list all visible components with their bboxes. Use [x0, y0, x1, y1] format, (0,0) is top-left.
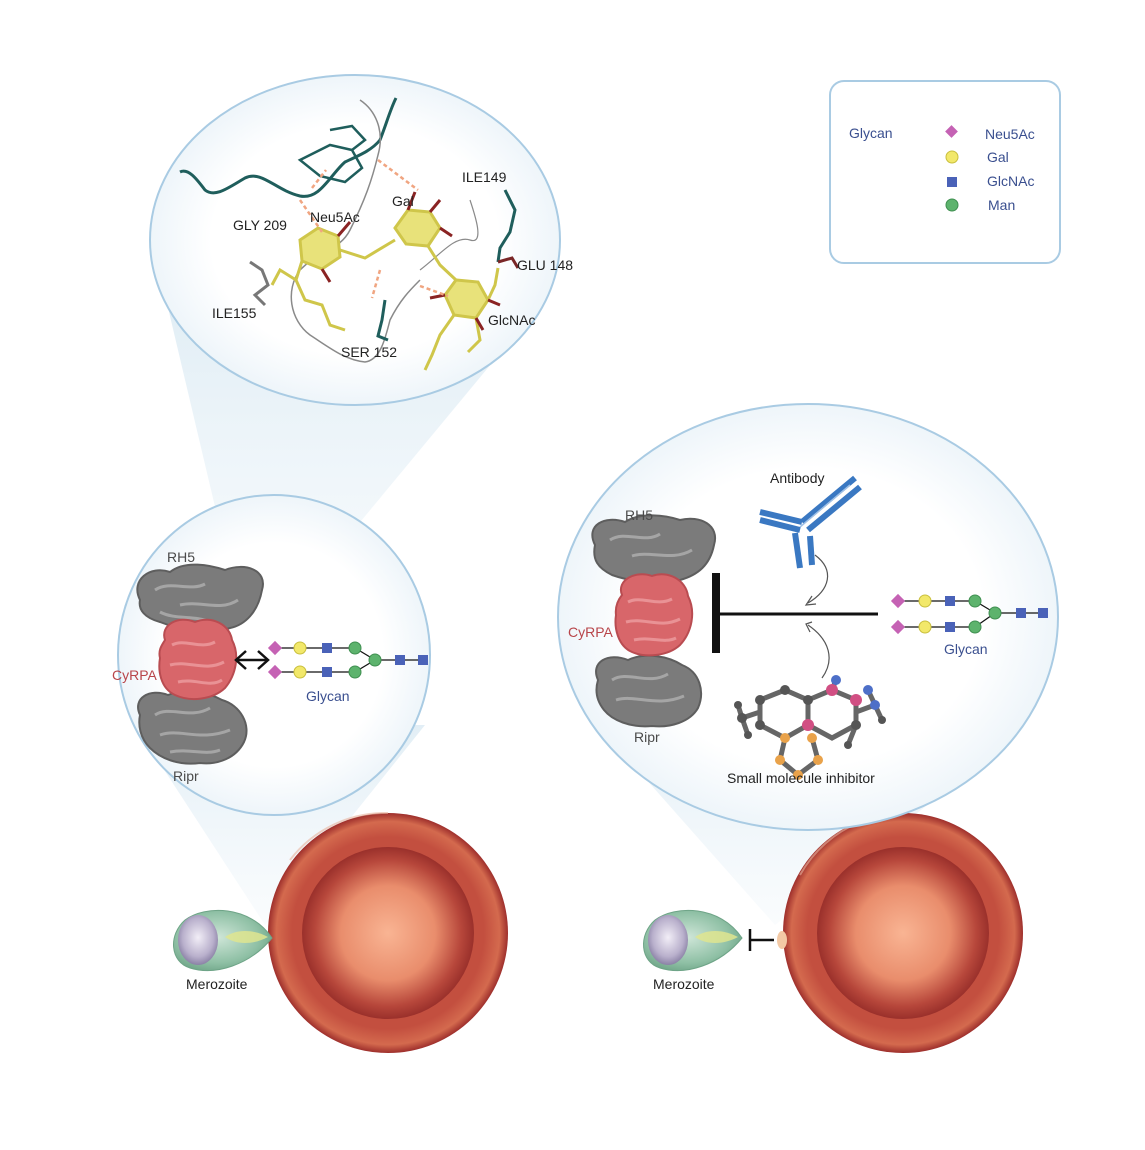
left-label-ripr: Ripr [173, 768, 199, 784]
glycan-legend: Glycan Neu5Ac Gal GlcNAc Man [829, 80, 1061, 264]
antibody-icon [759, 475, 862, 569]
right-glycan-chain [890, 593, 1048, 635]
left-merozoite [173, 909, 273, 972]
left-glycan-chain [267, 640, 428, 680]
legend-title: Glycan [849, 125, 893, 141]
right-label-inhibitor: Small molecule inhibitor [727, 770, 875, 786]
legend-label-gal: Gal [987, 149, 1009, 165]
legend-man-symbol [945, 198, 959, 212]
left-label-merozoite: Merozoite [186, 976, 248, 992]
molecular-structure [179, 97, 520, 371]
label-gly209: GLY 209 [233, 217, 287, 233]
binding-double-arrow [234, 650, 270, 670]
right-label-antibody: Antibody [770, 470, 824, 486]
left-label-glycan: Glycan [306, 688, 350, 704]
left-red-blood-cell [268, 811, 508, 1053]
label-ile155: ILE155 [212, 305, 257, 321]
legend-gal-symbol [945, 150, 959, 164]
label-glu148: GLU 148 [517, 257, 573, 273]
right-merozoite [643, 909, 787, 972]
right-label-rh5: RH5 [625, 507, 653, 523]
small-molecule-inhibitor [734, 675, 886, 780]
label-glcnac-struct: GlcNAc [488, 312, 535, 328]
top-zoom-bubble [149, 74, 561, 406]
inhibition-bar [712, 573, 878, 653]
left-label-cyrpa: CyRPA [112, 667, 158, 683]
label-ser152: SER 152 [341, 344, 397, 360]
left-label-rh5: RH5 [167, 549, 195, 565]
right-red-blood-cell [783, 813, 1023, 1053]
legend-label-glcnac: GlcNAc [987, 173, 1034, 189]
right-protein-complex [591, 514, 717, 728]
right-label-cyrpa: CyRPA [568, 624, 614, 640]
legend-glcnac-symbol [947, 177, 957, 187]
merozoite-block-symbol [748, 929, 774, 951]
label-neu5ac-struct: Neu5Ac [310, 209, 360, 225]
antibody-arrow [807, 554, 829, 604]
legend-label-man: Man [988, 197, 1015, 213]
legend-label-neu5ac: Neu5Ac [985, 126, 1035, 142]
left-protein-complex [136, 563, 264, 765]
label-gal-struct: Gal [392, 193, 414, 209]
right-label-ripr: Ripr [634, 729, 660, 745]
label-ile149: ILE149 [462, 169, 507, 185]
right-zoom-bubble [557, 403, 1059, 831]
right-label-merozoite: Merozoite [653, 976, 715, 992]
right-label-glycan: Glycan [944, 641, 988, 657]
inhibitor-arrow [807, 624, 830, 679]
